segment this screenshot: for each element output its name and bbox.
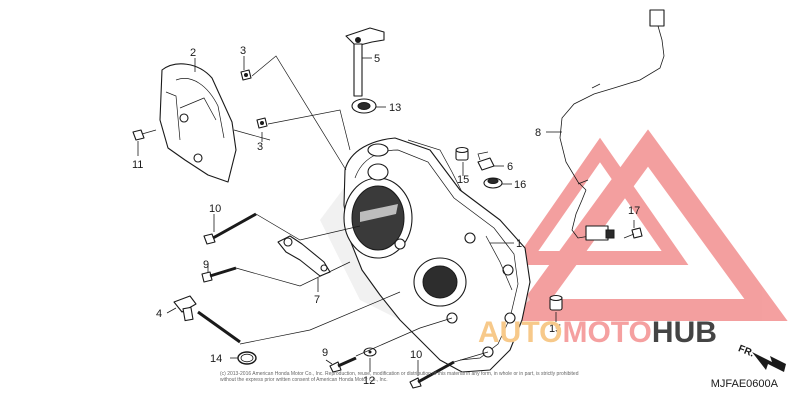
diagram-code: MJFAE0600A	[710, 378, 778, 390]
oil-filler-cap-part-4	[173, 295, 241, 344]
o-ring-part-14	[237, 351, 257, 365]
callout-1: 1	[516, 238, 522, 250]
callout-3-upper: 3	[240, 45, 246, 57]
callout-8: 8	[535, 127, 541, 139]
screw-11	[132, 129, 157, 141]
callout-4: 4	[156, 308, 162, 320]
washer-part-12	[363, 347, 377, 357]
bolt-3-lower	[256, 117, 268, 129]
callout-6: 6	[507, 161, 513, 173]
callout-2: 2	[190, 47, 196, 59]
grommet-part-16	[483, 177, 503, 189]
watermark-moto: MOTO	[562, 316, 652, 349]
dowel-pin-15-lower	[549, 294, 563, 311]
leader-lines	[137, 55, 635, 376]
callout-5: 5	[374, 53, 380, 65]
callout-13: 13	[389, 102, 401, 114]
bolt-part-17	[623, 227, 643, 239]
watermark-hub: HUB	[651, 316, 717, 349]
callout-15-lower: 15	[549, 323, 561, 335]
crankcase-cover-part-1	[320, 137, 531, 373]
bolt-3-upper	[240, 69, 252, 81]
copyright-line-2: without the express prior written consen…	[220, 377, 388, 383]
cover-guard-part-2	[159, 63, 237, 183]
callout-10-upper: 10	[209, 203, 221, 215]
bolt-9-lower	[329, 356, 357, 373]
callout-9-upper: 9	[203, 259, 209, 271]
clip-part-6	[477, 151, 495, 171]
bolt-10-upper	[203, 212, 257, 245]
bracket-part-7	[277, 235, 331, 277]
oil-seal-part-13	[351, 98, 377, 114]
bolt-10-lower	[409, 360, 455, 389]
callout-10-lower: 10	[410, 349, 422, 361]
front-direction-arrow-icon	[752, 352, 786, 372]
callout-17: 17	[628, 205, 640, 217]
copyright-notice: (c) 2013-2016 American Honda Motor Co., …	[220, 371, 600, 383]
callout-11: 11	[132, 159, 143, 171]
watermark-text: AUTOMOTOHUB	[478, 316, 717, 350]
callout-14: 14	[210, 353, 222, 365]
callout-12: 12	[363, 375, 375, 387]
callout-16: 16	[514, 179, 526, 191]
bolt-9-upper	[201, 266, 237, 283]
callouts: 2 3 3 11 10 9 4 14 5 13 15 6 16 1 8 17 1…	[132, 45, 640, 387]
sensor-rod-part-5	[345, 27, 385, 97]
callout-3-lower: 3	[257, 141, 263, 153]
copyright-line-1: (c) 2013-2016 American Honda Motor Co., …	[220, 371, 579, 377]
callout-9-lower: 9	[322, 347, 328, 359]
dowel-pin-15-upper	[455, 146, 469, 161]
wire-harness-part-8	[559, 9, 665, 241]
watermark-auto: AUTO	[478, 316, 563, 349]
callout-15-upper: 15	[457, 174, 469, 186]
watermark-logo	[508, 129, 788, 321]
callout-7: 7	[314, 294, 320, 306]
